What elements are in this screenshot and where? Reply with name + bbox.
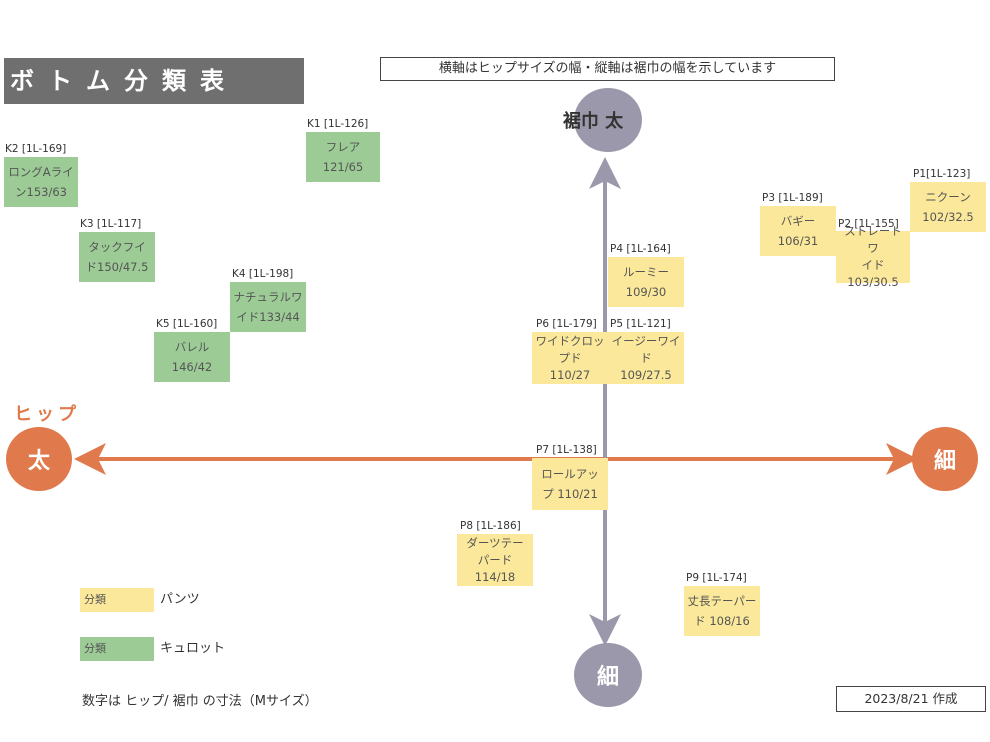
legend-swatch-pants: 分類	[80, 588, 154, 612]
hem-wide-label: 裾巾 太	[562, 111, 624, 132]
item-code: K5 [1L-160]	[156, 318, 218, 330]
item-code: P4 [1L-164]	[610, 243, 671, 255]
item-code: K3 [1L-117]	[80, 218, 142, 230]
item-box-culotte: ナチュラルワイド133/44	[230, 282, 306, 332]
item-box-culotte: タックフイド150/47.5	[79, 232, 155, 282]
item-code: P1[1L-123]	[913, 168, 971, 180]
item-box-pants: ロールアップ 110/21	[532, 458, 608, 510]
hip-axis-label: ヒップ	[14, 404, 80, 425]
legend-label-culotte: キュロット	[160, 641, 226, 656]
created-date: 2023/8/21 作成	[836, 686, 986, 712]
item-code: K2 [1L-169]	[5, 143, 67, 155]
item-code: P5 [1L-121]	[610, 318, 671, 330]
item-code: P7 [1L-138]	[536, 444, 597, 456]
legend-label-pants: パンツ	[160, 592, 200, 607]
item-code: P2 [1L-155]	[838, 218, 899, 230]
item-code: P6 [1L-179]	[536, 318, 597, 330]
item-code: K4 [1L-198]	[232, 268, 294, 280]
hip-narrow-circle: 細	[912, 427, 978, 491]
item-code: P9 [1L-174]	[686, 572, 747, 584]
item-code: P3 [1L-189]	[762, 192, 823, 204]
item-box-culotte: ロングAライン153/63	[4, 157, 78, 207]
hip-wide-circle: 太	[6, 427, 72, 491]
dimension-note: 数字は ヒップ/ 裾巾 の寸法（Mサイズ）	[82, 694, 318, 709]
hem-wide-circle: 裾巾 太	[563, 88, 642, 152]
page-title: ボトム分類表	[4, 58, 304, 104]
axis-note: 横軸はヒップサイズの幅・縦軸は裾巾の幅を示しています	[380, 57, 835, 81]
legend-swatch-culotte: 分類	[80, 637, 154, 661]
item-code: K1 [1L-126]	[307, 118, 369, 130]
item-code: P8 [1L-186]	[460, 520, 521, 532]
item-box-pants: 丈長テーパード 108/16	[684, 586, 760, 636]
hem-narrow-circle: 細	[574, 643, 642, 707]
